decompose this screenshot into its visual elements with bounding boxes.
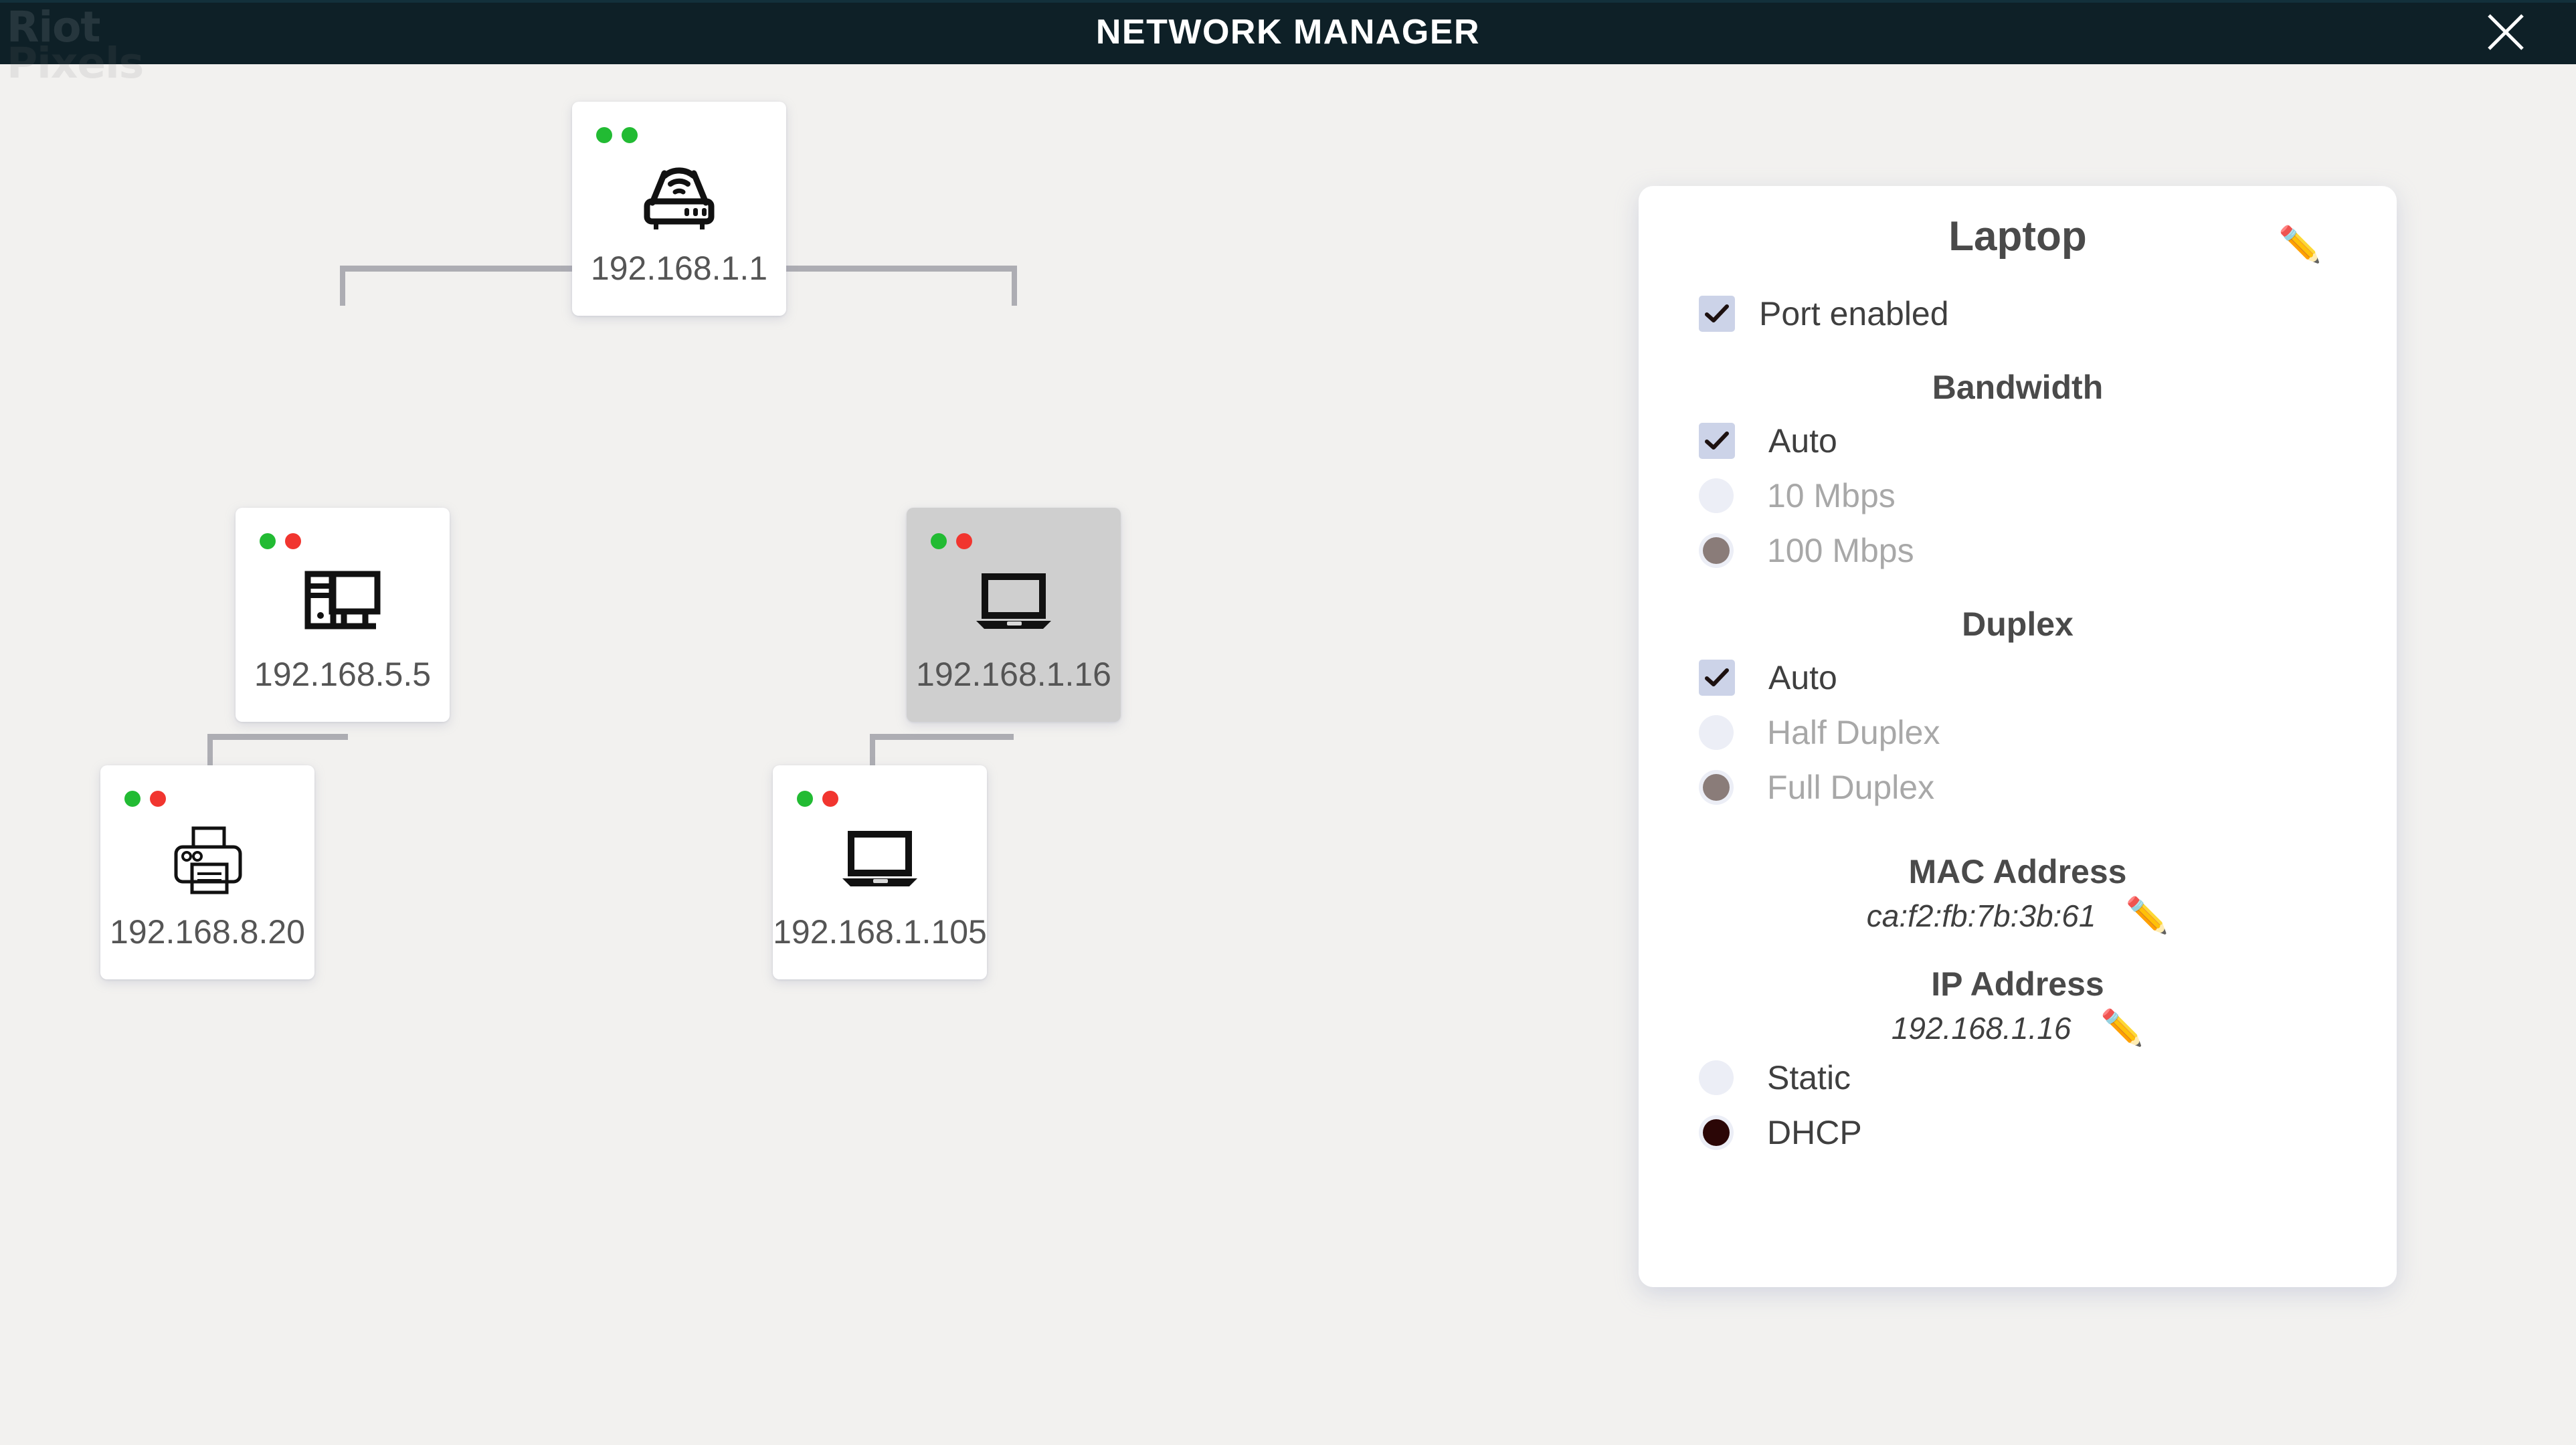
mac-address-value: ca:f2:fb:7b:3b:61 [1866, 898, 2096, 933]
bandwidth-10mbps-radio[interactable] [1699, 478, 1734, 513]
link-printer-drop [207, 734, 213, 775]
edit-name-pencil-icon[interactable]: ✏️ [2278, 225, 2322, 264]
ip-address-row: 192.168.1.16 ✏️ [1639, 1010, 2397, 1046]
link-laptop1-bus [870, 734, 1014, 740]
bandwidth-auto-checkbox[interactable] [1699, 423, 1735, 459]
bandwidth-100mbps-label: 100 Mbps [1767, 532, 1914, 569]
titlebar-accent-line [0, 0, 2576, 3]
static-row[interactable]: Static [1639, 1050, 2397, 1105]
duplex-half-row[interactable]: Half Duplex [1639, 705, 2397, 760]
dhcp-label: DHCP [1767, 1114, 1862, 1151]
router-icon [635, 153, 723, 239]
duplex-full-label: Full Duplex [1767, 769, 1935, 806]
laptop-icon [974, 559, 1054, 646]
node-desktop[interactable]: 192.168.5.5 [236, 508, 450, 722]
duplex-auto-row[interactable]: Auto [1639, 650, 2397, 705]
desktop-icon [302, 559, 383, 646]
spacer [1639, 341, 2397, 353]
status-leds [797, 791, 838, 807]
bandwidth-heading: Bandwidth [1932, 369, 2104, 406]
laptop-icon [840, 816, 920, 903]
close-button[interactable] [2477, 3, 2535, 61]
port-enabled-row[interactable]: Port enabled [1639, 286, 2397, 341]
duplex-heading: Duplex [1962, 605, 2074, 643]
link-laptop2-drop [870, 734, 875, 775]
dhcp-row[interactable]: DHCP [1639, 1105, 2397, 1160]
node-ip-label: 192.168.8.20 [110, 913, 305, 951]
dhcp-radio[interactable] [1699, 1115, 1734, 1150]
led-green [797, 791, 813, 807]
mac-address-heading: MAC Address [1908, 853, 2127, 890]
node-ip-label: 192.168.1.105 [773, 913, 987, 951]
duplex-auto-label: Auto [1768, 659, 1837, 696]
device-name: Laptop [1948, 213, 2087, 260]
led-red [285, 533, 301, 549]
page-title: NETWORK MANAGER [1095, 13, 1481, 52]
node-ip-label: 192.168.5.5 [254, 656, 432, 693]
link-bus-left-drop [340, 266, 345, 306]
led-green [596, 127, 612, 143]
device-properties-panel: Laptop ✏️ Port enabled Bandwidth Auto 10… [1639, 186, 2397, 1287]
title-bar: NETWORK MANAGER [0, 0, 2576, 64]
panel-header: Laptop ✏️ [1639, 186, 2397, 286]
spacer [1639, 578, 2397, 590]
bandwidth-10mbps-label: 10 Mbps [1767, 477, 1896, 514]
mac-address-row: ca:f2:fb:7b:3b:61 ✏️ [1639, 898, 2397, 934]
port-enabled-checkbox[interactable] [1699, 296, 1735, 332]
status-leds [124, 791, 166, 807]
status-leds [931, 533, 972, 549]
close-icon [2485, 11, 2526, 53]
bandwidth-100mbps-row[interactable]: 100 Mbps [1639, 523, 2397, 578]
topology-canvas: 192.168.1.1 192.168.5.5 [0, 64, 2576, 1445]
node-ip-label: 192.168.1.16 [916, 656, 1111, 693]
node-ip-label: 192.168.1.1 [590, 250, 768, 287]
spacer [1639, 815, 2397, 838]
node-laptop[interactable]: 192.168.1.105 [773, 765, 987, 979]
edit-mac-pencil-icon[interactable]: ✏️ [2125, 896, 2169, 935]
duplex-half-label: Half Duplex [1767, 714, 1940, 751]
bandwidth-auto-row[interactable]: Auto [1639, 413, 2397, 468]
port-enabled-label: Port enabled [1759, 295, 1949, 332]
link-desktop-bus [207, 734, 348, 740]
printer-icon [171, 816, 244, 903]
static-radio[interactable] [1699, 1060, 1734, 1095]
status-leds [596, 127, 638, 143]
led-green [260, 533, 276, 549]
led-green [622, 127, 638, 143]
duplex-half-radio[interactable] [1699, 715, 1734, 750]
led-red [956, 533, 972, 549]
spacer [1639, 938, 2397, 950]
node-router[interactable]: 192.168.1.1 [572, 102, 786, 316]
ip-address-value: 192.168.1.16 [1891, 1011, 2072, 1046]
led-green [124, 791, 141, 807]
duplex-full-row[interactable]: Full Duplex [1639, 760, 2397, 815]
led-green [931, 533, 947, 549]
duplex-auto-checkbox[interactable] [1699, 660, 1735, 696]
status-leds [260, 533, 301, 549]
edit-ip-pencil-icon[interactable]: ✏️ [2100, 1009, 2144, 1048]
node-laptop-selected[interactable]: 192.168.1.16 [907, 508, 1121, 722]
led-red [150, 791, 166, 807]
bandwidth-auto-label: Auto [1768, 422, 1837, 460]
bandwidth-10mbps-row[interactable]: 10 Mbps [1639, 468, 2397, 523]
bandwidth-100mbps-radio[interactable] [1699, 533, 1734, 568]
led-red [822, 791, 838, 807]
static-label: Static [1767, 1059, 1851, 1096]
duplex-full-radio[interactable] [1699, 770, 1734, 805]
ip-address-heading: IP Address [1931, 965, 2104, 1003]
link-bus-right-drop [1012, 266, 1017, 306]
node-printer[interactable]: 192.168.8.20 [100, 765, 314, 979]
